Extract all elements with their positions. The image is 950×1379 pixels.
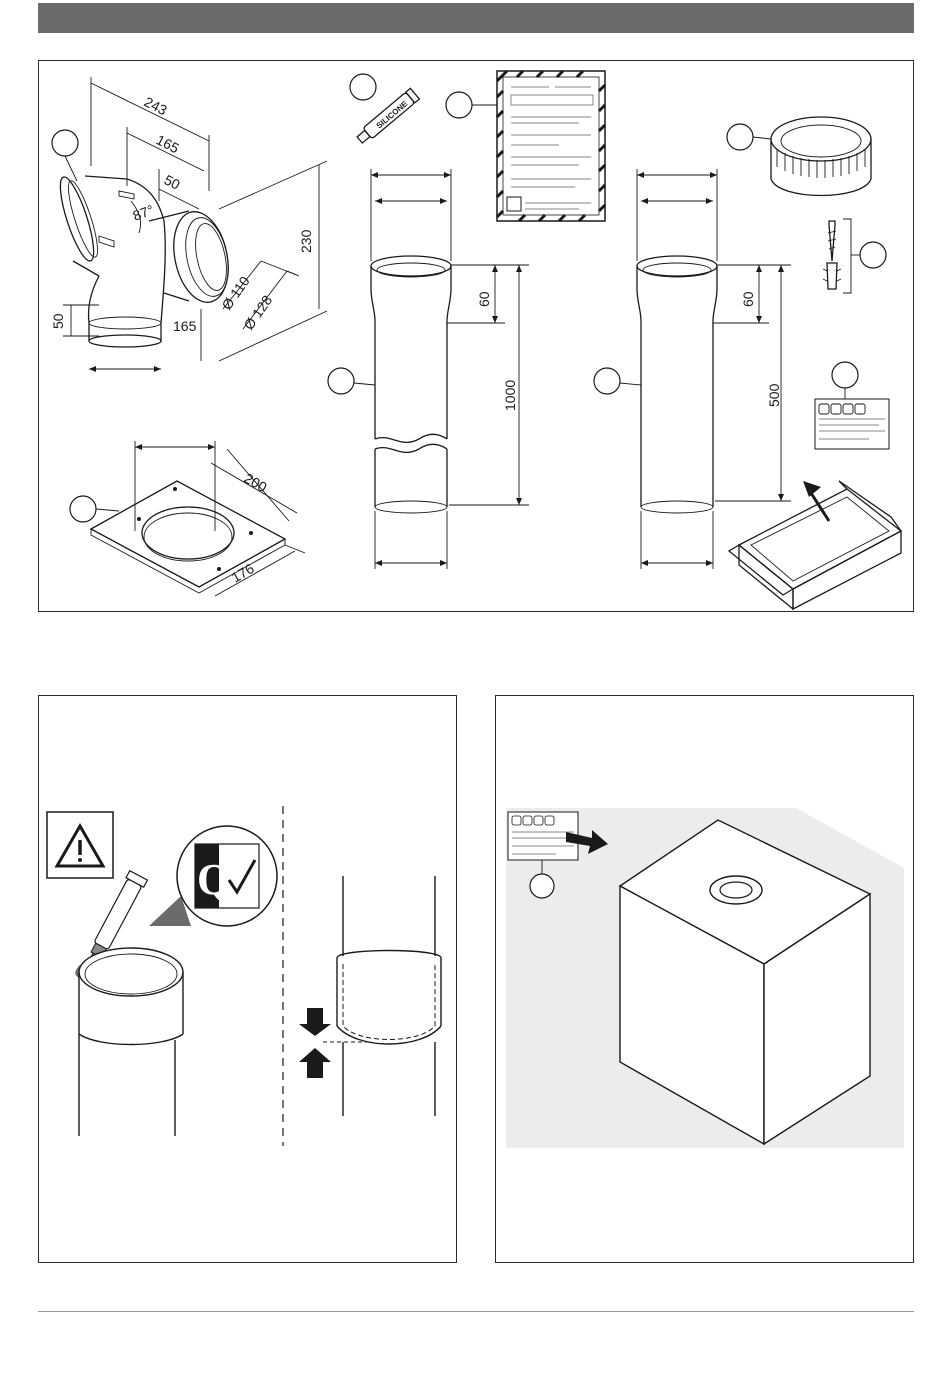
dim-pipe-500-socket: 60 xyxy=(740,291,756,307)
callout-screws xyxy=(860,242,886,268)
callout-label xyxy=(832,362,858,388)
silicone-application-diagram: Q xyxy=(39,696,458,1264)
callout-plate xyxy=(70,496,96,522)
label-placement-diagram xyxy=(496,696,915,1264)
warning-icon xyxy=(47,812,113,878)
pipe-1000-dimensions: 60 1000 xyxy=(371,169,529,569)
dim-plate-width: 200 xyxy=(242,470,270,496)
label-placement-panel xyxy=(495,695,914,1263)
dim-elbow-offset: 50 xyxy=(162,171,183,192)
parts-overview-panel: 243 165 50 87° 230 Ø 110 Ø 128 165 50 xyxy=(38,60,914,612)
callout-pipe-500 xyxy=(594,368,620,394)
parts-diagram: 243 165 50 87° 230 Ø 110 Ø 128 165 50 xyxy=(39,61,915,613)
dim-diameter-inner: Ø 110 xyxy=(218,273,253,313)
callout-label-small xyxy=(530,874,554,898)
pipe-socket xyxy=(79,948,183,1136)
instruction-sheet xyxy=(497,71,605,221)
dim-elbow-socket: 50 xyxy=(50,313,66,329)
pipe-500 xyxy=(637,256,717,513)
callout-silicone xyxy=(350,74,376,100)
silicone-application-panel: Q xyxy=(38,695,457,1263)
svg-text:Q: Q xyxy=(197,855,231,904)
dim-elbow-height: 230 xyxy=(298,229,314,253)
dim-pipe-1000-length: 1000 xyxy=(502,380,518,411)
elbow-dimensions: 243 165 50 87° 230 Ø 110 Ø 128 165 50 xyxy=(50,77,327,372)
pipe-1000 xyxy=(371,256,451,513)
quality-check-icon: Q xyxy=(149,826,277,926)
pipe-500-dimensions: 60 500 xyxy=(637,169,791,569)
dim-pipe-500-length: 500 xyxy=(766,383,782,407)
callout-elbow xyxy=(52,130,78,156)
dim-plate-depth: 176 xyxy=(229,560,257,586)
footer-rule xyxy=(38,1311,914,1312)
inserted-pipe xyxy=(323,876,441,1116)
callout-sheet xyxy=(446,92,472,118)
ring-collar xyxy=(771,117,871,196)
screws-and-plugs xyxy=(823,219,851,293)
elbow-87-fitting xyxy=(54,174,236,347)
gap-arrows-icon xyxy=(299,1008,331,1078)
callout-pipe-1000 xyxy=(328,368,354,394)
label-card xyxy=(815,399,889,449)
callout-ring xyxy=(727,124,753,150)
dim-elbow-width: 243 xyxy=(142,93,170,118)
dim-elbow-bottom: 165 xyxy=(173,318,197,334)
header-bar xyxy=(38,3,914,33)
dim-elbow-depth: 165 xyxy=(154,131,182,156)
wall-plate xyxy=(91,481,285,593)
dim-pipe-1000-socket: 60 xyxy=(476,291,492,307)
dim-diameter-outer: Ø 128 xyxy=(240,292,275,333)
